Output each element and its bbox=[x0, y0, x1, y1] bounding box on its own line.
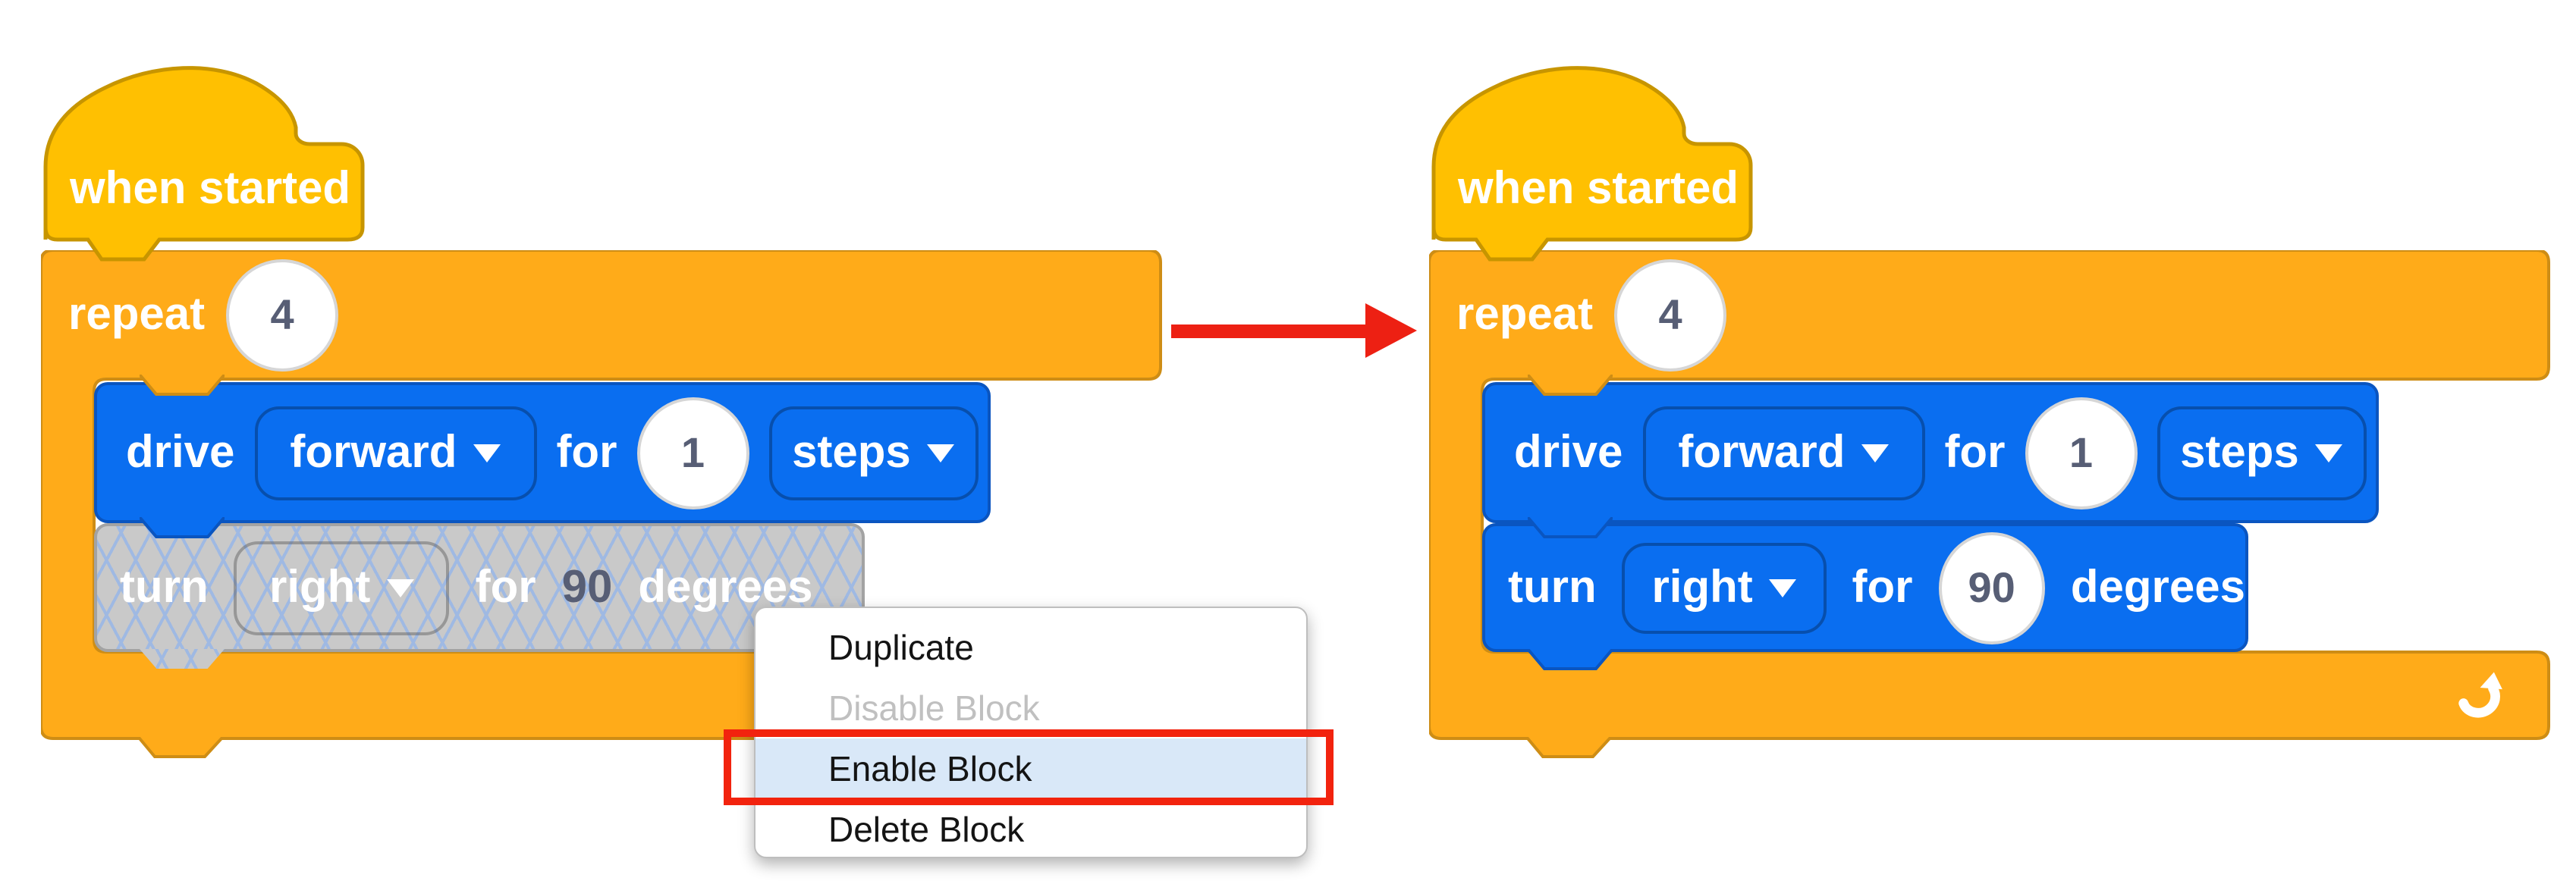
drive-direction-dropdown[interactable]: forward bbox=[1642, 406, 1925, 500]
drive-distance-input[interactable]: 1 bbox=[2025, 397, 2138, 509]
drive-distance-input[interactable]: 1 bbox=[636, 397, 749, 509]
for-label: for bbox=[475, 562, 536, 612]
chevron-down-icon bbox=[2315, 444, 2343, 462]
menu-item-delete-block[interactable]: Delete Block bbox=[828, 809, 1025, 848]
turn-direction-value: right bbox=[269, 562, 371, 612]
drive-label: drive bbox=[126, 427, 235, 477]
turn-unit-label: degrees bbox=[2070, 562, 2245, 612]
transition-arrow-head bbox=[1365, 303, 1417, 358]
drive-block[interactable]: drive forward for 1 steps bbox=[1482, 382, 2379, 523]
for-label: for bbox=[556, 427, 617, 477]
menu-item-disable-block: Disable Block bbox=[828, 688, 1040, 727]
drive-distance-value: 1 bbox=[2069, 428, 2093, 475]
annotation-highlight-box bbox=[724, 729, 1334, 805]
when-started-hat-block[interactable] bbox=[41, 64, 369, 270]
drive-label: drive bbox=[1514, 427, 1623, 477]
chevron-down-icon bbox=[473, 444, 501, 462]
drive-unit-value: steps bbox=[2180, 427, 2299, 477]
turn-angle-value: 90 bbox=[1968, 563, 2015, 610]
drive-direction-value: forward bbox=[290, 427, 457, 477]
turn-unit-label: degrees bbox=[638, 562, 813, 612]
for-label: for bbox=[1944, 427, 2006, 477]
drive-unit-value: steps bbox=[792, 427, 911, 477]
connector-tab bbox=[1528, 375, 1613, 396]
drive-direction-dropdown[interactable]: forward bbox=[254, 406, 537, 500]
drive-distance-value: 1 bbox=[680, 428, 705, 475]
turn-block-disabled[interactable]: turn right for 90 degrees bbox=[94, 523, 865, 652]
hat-label-row: when started bbox=[70, 155, 350, 223]
hat-label-row: when started bbox=[1458, 155, 1739, 223]
hat-label: when started bbox=[1458, 163, 1739, 213]
transition-arrow bbox=[1171, 324, 1368, 338]
repeat-block-row: repeat 4 bbox=[68, 258, 339, 372]
repeat-label: repeat bbox=[68, 289, 206, 339]
drive-block[interactable]: drive forward for 1 steps bbox=[94, 382, 991, 523]
when-started-hat-block[interactable] bbox=[1429, 64, 1757, 270]
turn-label: turn bbox=[1508, 562, 1597, 612]
chevron-down-icon bbox=[1769, 578, 1797, 597]
turn-direction-value: right bbox=[1651, 562, 1753, 612]
repeat-label: repeat bbox=[1456, 289, 1594, 339]
repeat-count-input[interactable]: 4 bbox=[226, 259, 339, 371]
drive-direction-value: forward bbox=[1678, 427, 1846, 477]
repeat-arrow-icon bbox=[2458, 672, 2502, 718]
chevron-down-icon bbox=[927, 444, 955, 462]
chevron-down-icon bbox=[1861, 444, 1890, 462]
drive-unit-dropdown[interactable]: steps bbox=[768, 406, 979, 500]
repeat-block-row: repeat 4 bbox=[1456, 258, 1727, 372]
menu-item-duplicate[interactable]: Duplicate bbox=[828, 627, 974, 666]
turn-direction-dropdown[interactable]: right bbox=[1622, 542, 1827, 633]
for-label: for bbox=[1852, 562, 1913, 612]
chevron-down-icon bbox=[387, 578, 415, 597]
turn-angle-input[interactable]: 90 bbox=[1938, 531, 2045, 644]
repeat-count-input[interactable]: 4 bbox=[1614, 259, 1727, 371]
repeat-count-value: 4 bbox=[1658, 290, 1682, 337]
connector-tab bbox=[1528, 517, 1613, 538]
turn-direction-dropdown[interactable]: right bbox=[234, 541, 450, 635]
drive-unit-dropdown[interactable]: steps bbox=[2157, 406, 2367, 500]
connector-tab bbox=[140, 517, 225, 538]
left-script-stack: repeat 4 turn right for 90 degrees drive… bbox=[41, 64, 1194, 784]
connector-tab bbox=[1528, 649, 1613, 670]
repeat-count-value: 4 bbox=[270, 290, 294, 337]
turn-block[interactable]: turn right for 90 degrees bbox=[1482, 523, 2248, 652]
connector-tab bbox=[140, 375, 225, 396]
repeat-c-block[interactable] bbox=[1429, 250, 2552, 766]
menu-item-enable-block[interactable]: Enable Block bbox=[756, 738, 1306, 799]
hat-label: when started bbox=[70, 163, 351, 213]
turn-angle-value[interactable]: 90 bbox=[561, 562, 613, 612]
turn-label: turn bbox=[120, 562, 209, 612]
right-script-stack: repeat 4 turn right for 90 degrees dri bbox=[1429, 64, 2576, 784]
